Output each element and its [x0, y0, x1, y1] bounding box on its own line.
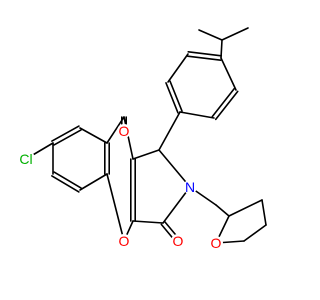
isopropyl-bond — [198, 29, 223, 41]
chlorine-label: Cl — [19, 151, 32, 167]
ketone-oxygen-label: O — [119, 123, 130, 139]
isopropyl-bond — [221, 27, 249, 41]
methylene-bond — [215, 204, 230, 217]
thf-oxygen-atom: O — [209, 235, 223, 251]
pyrrole-bond — [158, 149, 191, 188]
pyranone-bond — [123, 116, 134, 160]
aryl-ring-bond — [220, 57, 237, 91]
aryl-ring-bond — [211, 87, 236, 118]
bonds-layer — [25, 27, 267, 244]
isopropyl-bond — [220, 39, 223, 59]
benzo-bond — [79, 173, 108, 191]
pyrrole-bond — [162, 186, 191, 224]
aryl-ring-bond — [186, 55, 222, 61]
aryl-ring-bond — [167, 53, 189, 83]
pyranone-bond — [106, 173, 125, 242]
benzo-bond — [53, 129, 82, 146]
benzo-bond — [53, 171, 82, 189]
benzo-bond — [51, 175, 80, 193]
aryl-ring-bond — [214, 90, 239, 121]
atom-labels-layer: Cl O O O N O — [17, 123, 223, 251]
benzo-bond — [79, 127, 108, 144]
lactam-oxygen-label: O — [173, 233, 184, 249]
molecule-structure: Cl O O O N O — [17, 27, 267, 251]
nitrogen-label: N — [185, 179, 195, 195]
aryl-ring-bond — [165, 82, 179, 114]
lactam-oxygen-atom: O — [171, 233, 185, 249]
aryl-ring-bond — [187, 51, 223, 57]
nitrogen-atom: N — [183, 179, 197, 195]
chlorine-atom: Cl — [17, 150, 35, 168]
aryl-ring-bond — [169, 80, 183, 112]
ring-oxygen-atom: O — [117, 233, 131, 249]
aryl-bond — [158, 111, 181, 151]
pyrrole-bond — [132, 149, 160, 160]
thf-oxygen-label: O — [211, 235, 222, 251]
thf-bond — [228, 199, 263, 217]
thf-bond — [243, 224, 267, 242]
ring-oxygen-label: O — [119, 233, 130, 249]
aryl-ring-bond — [179, 111, 215, 119]
pyrrole-bond — [132, 220, 164, 224]
ketone-oxygen-atom: O — [117, 123, 131, 139]
thf-bond — [261, 199, 267, 226]
benzo-bond — [51, 125, 80, 142]
